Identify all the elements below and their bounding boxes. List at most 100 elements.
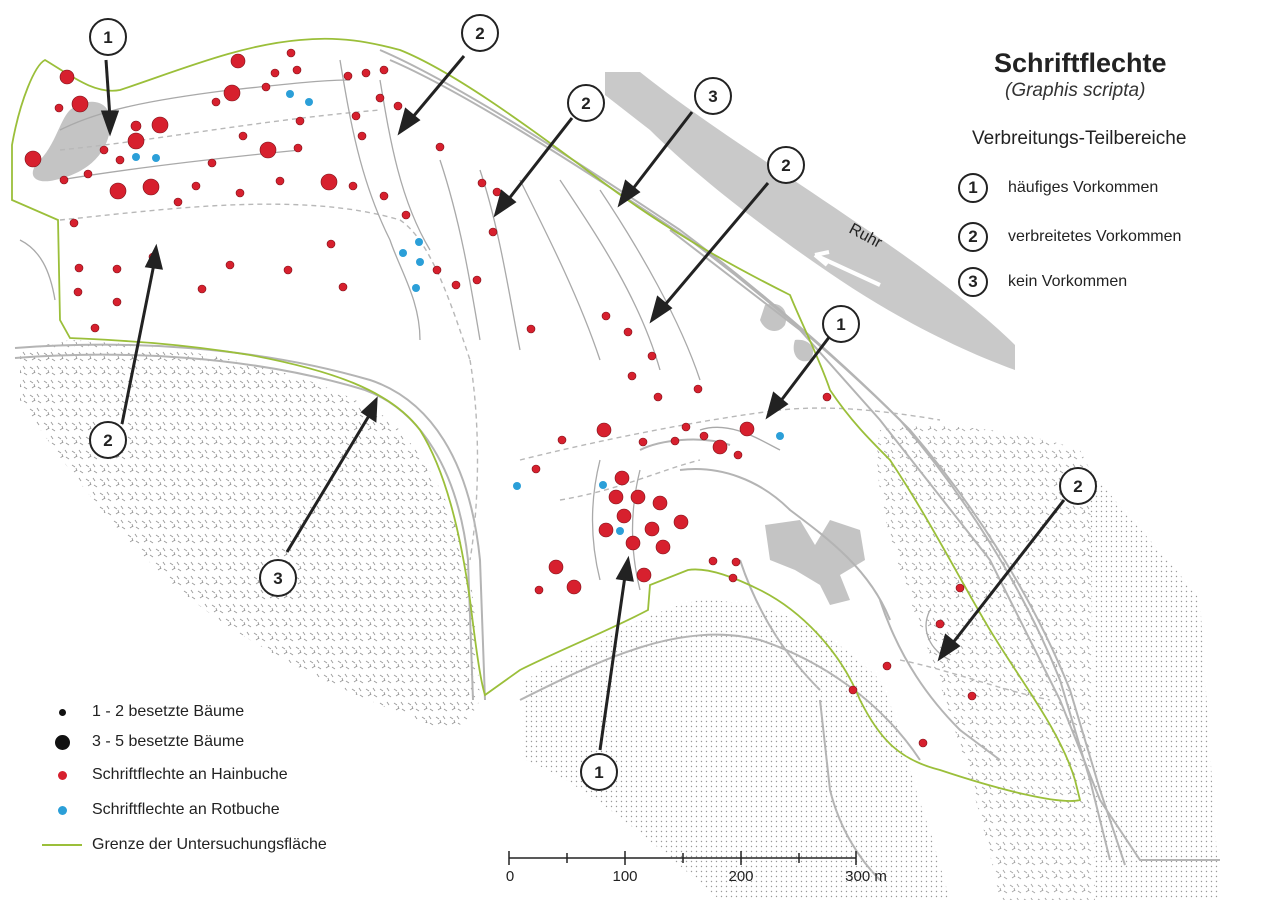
legend-label: Schriftflechte an Hainbuche <box>92 766 288 783</box>
hainbuche-tree-marker <box>357 131 367 141</box>
area-label: kein Vorkommen <box>1008 273 1128 290</box>
hainbuche-tree-marker <box>708 556 718 566</box>
hainbuche-tree-marker <box>673 514 689 530</box>
area-legend-item: 1 häufiges Vorkommen <box>958 171 1158 205</box>
hainbuche-tree-marker <box>275 176 285 186</box>
hainbuche-tree-marker <box>361 68 371 78</box>
hainbuche-tree-marker <box>693 384 703 394</box>
hainbuche-tree-marker <box>74 263 84 273</box>
hainbuche-tree-marker <box>918 738 928 748</box>
area-number-text: 2 <box>781 156 790 175</box>
tree-markers <box>24 48 977 748</box>
legend-label: Grenze der Untersuchungsfläche <box>92 836 327 853</box>
hainbuche-tree-marker <box>326 239 336 249</box>
hainbuche-tree-marker <box>225 260 235 270</box>
hainbuche-tree-marker <box>90 323 100 333</box>
legend-item-hainbuche: Schriftflechte an Hainbuche <box>40 762 288 788</box>
legend-item-boundary: Grenze der Untersuchungsfläche <box>40 832 327 858</box>
area-legend-item: 2 verbreitetes Vorkommen <box>958 220 1181 254</box>
area-number-circle <box>259 559 297 597</box>
areas-heading: Verbreitungs-Teilbereiche <box>972 128 1187 149</box>
hainbuche-tree-marker <box>534 585 544 595</box>
area-number-text: 2 <box>103 431 112 450</box>
hainbuche-tree-marker <box>223 84 241 102</box>
pond-west <box>32 101 111 182</box>
hainbuche-tree-marker <box>130 120 142 132</box>
pond-east <box>760 303 814 362</box>
area-number-text: 1 <box>103 28 112 47</box>
hainbuche-tree-marker <box>99 145 109 155</box>
hainbuche-tree-marker <box>451 280 461 290</box>
hainbuche-tree-marker <box>623 327 633 337</box>
hainbuche-tree-marker <box>295 116 305 126</box>
hainbuche-tree-marker <box>616 508 632 524</box>
area-number-circle <box>822 305 860 343</box>
hatched-area-east <box>877 426 1095 900</box>
hainbuche-tree-marker <box>207 158 217 168</box>
large-dot-symbol <box>54 734 70 750</box>
hainbuche-tree-marker <box>112 297 122 307</box>
hainbuche-tree-marker <box>627 371 637 381</box>
boundary-line-symbol <box>42 844 82 846</box>
roads <box>14 49 1220 881</box>
area-number-circle <box>580 753 618 791</box>
red-dot-symbol <box>57 770 67 780</box>
hainbuche-tree-marker <box>238 131 248 141</box>
hainbuche-tree-marker <box>292 65 302 75</box>
hainbuche-tree-marker <box>636 567 652 583</box>
hainbuche-tree-marker <box>488 227 498 237</box>
river-flow-arrow <box>813 250 881 287</box>
area-number-badge: 2 <box>958 222 988 252</box>
area-number-marker: 2 <box>767 146 805 184</box>
hainbuche-tree-marker <box>142 178 160 196</box>
hainbuche-tree-marker <box>670 436 680 446</box>
area-number-marker: 3 <box>694 77 732 115</box>
hainbuche-tree-marker <box>526 324 536 334</box>
area-label: häufiges Vorkommen <box>1008 179 1159 196</box>
hainbuche-tree-marker <box>472 275 482 285</box>
hainbuche-tree-marker <box>109 182 127 200</box>
area-number-text: 3 <box>708 87 717 106</box>
hainbuche-tree-marker <box>351 111 361 121</box>
area-number-circle <box>567 84 605 122</box>
hainbuche-tree-marker <box>647 351 657 361</box>
hainbuche-tree-marker <box>477 178 487 188</box>
rotbuche-tree-marker <box>599 481 607 489</box>
hainbuche-tree-marker <box>338 282 348 292</box>
hainbuche-tree-marker <box>531 464 541 474</box>
scale-tick-label: 300 m <box>845 868 887 885</box>
hainbuche-tree-marker <box>432 265 442 275</box>
scale-tick-label: 0 <box>505 868 515 885</box>
rotbuche-tree-marker <box>416 258 424 266</box>
area-number-marker: 2 <box>461 14 499 52</box>
area-legend-item: 3 kein Vorkommen <box>958 265 1127 299</box>
hainbuche-tree-marker <box>557 435 567 445</box>
hainbuche-tree-marker <box>293 143 303 153</box>
legend-item-large-dot: 3 - 5 besetzte Bäume <box>40 729 244 755</box>
scale-tick-label: 100 <box>612 868 638 885</box>
hainbuche-tree-marker <box>955 583 965 593</box>
area-number-circle <box>767 146 805 184</box>
hainbuche-tree-marker <box>71 95 89 113</box>
area-number-circle <box>89 18 127 56</box>
hainbuche-tree-marker <box>882 661 892 671</box>
hainbuche-tree-marker <box>733 450 743 460</box>
rotbuche-tree-marker <box>415 238 423 246</box>
hainbuche-tree-marker <box>644 521 660 537</box>
hainbuche-tree-marker <box>652 495 668 511</box>
rotbuche-tree-marker <box>132 153 140 161</box>
hainbuche-tree-marker <box>608 489 624 505</box>
blue-dot-symbol <box>57 805 67 815</box>
area-number-text: 2 <box>1073 477 1082 496</box>
hainbuche-tree-marker <box>259 141 277 159</box>
area-number-text: 2 <box>581 94 590 113</box>
hainbuche-tree-marker <box>230 53 246 69</box>
hainbuche-tree-marker <box>151 116 169 134</box>
study-area-boundary <box>11 37 1082 802</box>
hainbuche-tree-marker <box>54 103 64 113</box>
hainbuche-tree-marker <box>211 97 221 107</box>
hainbuche-tree-marker <box>739 421 755 437</box>
hainbuche-tree-marker <box>393 101 403 111</box>
rotbuche-tree-marker <box>776 432 784 440</box>
hainbuche-tree-marker <box>261 82 271 92</box>
